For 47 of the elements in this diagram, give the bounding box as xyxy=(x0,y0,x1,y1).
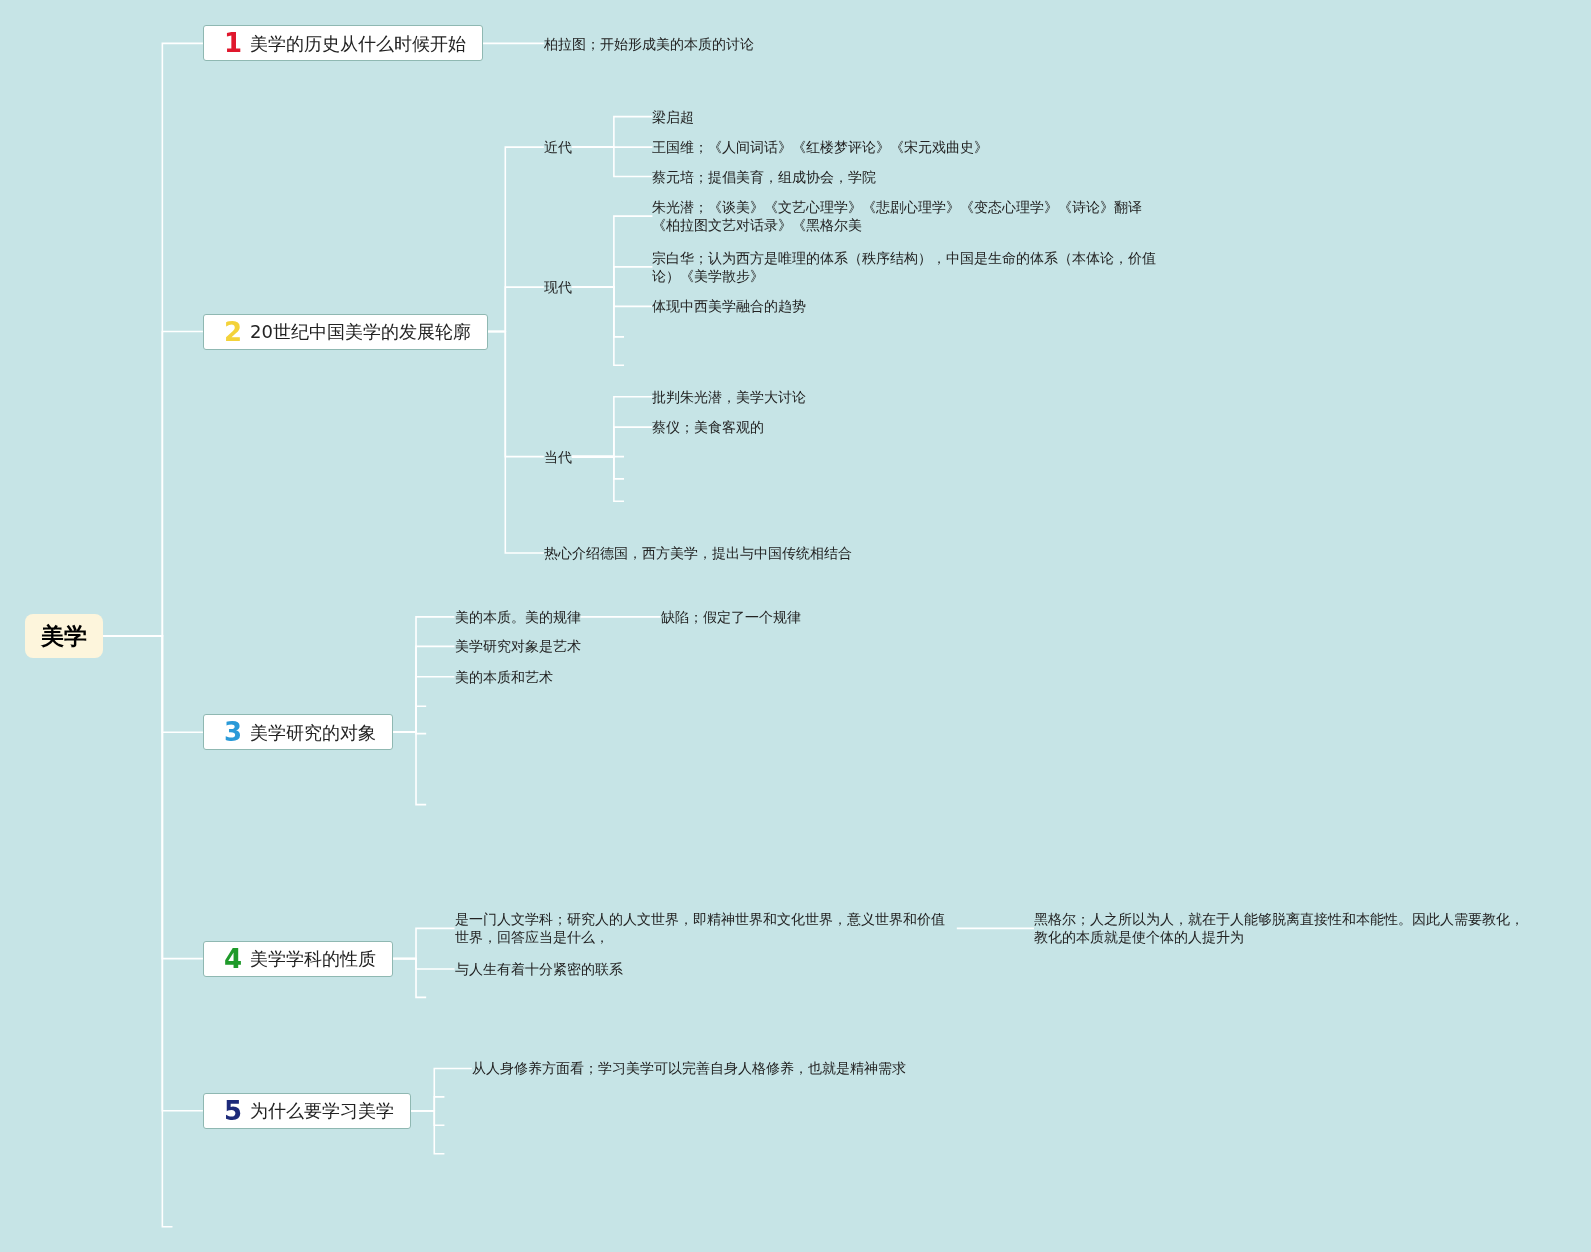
branch-text: 朱光潜；《谈美》《文艺心理学》《悲剧心理学》《变态心理学》《诗论》翻译《柏拉图文艺对话录》《黑格尔美 xyxy=(652,198,1160,235)
branch-stub xyxy=(392,957,427,999)
branch-stub xyxy=(571,455,625,503)
branch-text: 美的本质和艺术 xyxy=(454,667,553,686)
branch-text: 黑格尔；人之所以为人，就在于人能够脱离直接性和本能性。因此人需要教化，教化的本质就是使个体的人提升为 xyxy=(1033,910,1532,947)
topic-box xyxy=(202,1092,411,1129)
branch-text: 现代 xyxy=(543,278,572,297)
topic-number: 1 xyxy=(223,30,242,57)
topic-number: 4 xyxy=(223,945,242,972)
branch-text: 缺陷；假定了一个规律 xyxy=(660,607,801,626)
connector-line xyxy=(487,330,545,554)
branch-text: 热心介绍德国，西方美学，提出与中国传统相结合 xyxy=(543,544,852,562)
branch-stub xyxy=(410,1110,446,1155)
topic-title: 为什么要学习美学 xyxy=(250,1099,394,1124)
topic-number: 2 xyxy=(223,318,242,345)
topic-title: 美学学科的性质 xyxy=(250,947,376,972)
branch-text: 当代 xyxy=(543,447,572,466)
branch-text: 蔡元培；提倡美育，组成协会，学院 xyxy=(652,167,877,186)
branch-text: 从人身修养方面看；学习美学可以完善自身人格修养，也就是精神需求 xyxy=(471,1059,906,1078)
branch-text: 蔡仪；美食客观的 xyxy=(652,418,765,437)
topic-title: 美学研究的对象 xyxy=(250,720,376,745)
topic-number: 5 xyxy=(223,1097,242,1124)
topic-title: 20世纪中国美学的发展轮廓 xyxy=(250,320,471,345)
branch-stub xyxy=(392,731,427,806)
branch-text: 美的本质。美的规律 xyxy=(454,607,581,626)
topic-box xyxy=(202,714,393,751)
branch-text: 美学研究对象是艺术 xyxy=(454,637,581,656)
topic-box xyxy=(202,313,488,350)
branch-text: 体现中西美学融合的趋势 xyxy=(652,297,807,316)
connector-line xyxy=(956,927,1035,930)
branch-text: 近代 xyxy=(543,138,572,157)
topic-number: 3 xyxy=(223,719,242,746)
connector-line xyxy=(579,616,662,618)
branch-text: 与人生有着十分紧密的联系 xyxy=(454,960,623,978)
central-topic: 美学 xyxy=(25,613,104,658)
connector-line xyxy=(571,146,654,178)
topic-box xyxy=(202,25,483,62)
topic-title: 美学的历史从什么时候开始 xyxy=(250,31,466,56)
connector-line xyxy=(482,42,545,45)
branch-text: 梁启超 xyxy=(652,107,695,126)
branch-text: 宗白华；认为西方是唯理的体系（秩序结构），中国是生命的体系（本体论，价值论）《美学散步》 xyxy=(652,248,1160,285)
branch-text: 王国维；《人间词话》《红楼梦评论》《宋元戏曲史》 xyxy=(652,138,989,157)
topic-box xyxy=(202,940,393,977)
branch-text: 柏拉图；开始形成美的本质的讨论 xyxy=(543,34,754,53)
branch-text: 是一门人文学科；研究人的人文世界，即精神世界和文化世界，意义世界和价值世界，回答应当是什么， xyxy=(454,910,957,947)
branch-stub xyxy=(571,286,625,367)
branch-text: 批判朱光潜，美学大讨论 xyxy=(652,387,807,406)
